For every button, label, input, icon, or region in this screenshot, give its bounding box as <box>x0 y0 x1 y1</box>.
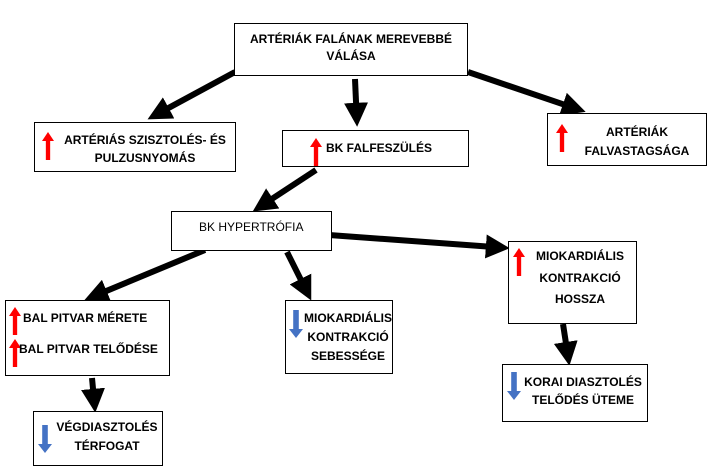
node-myo-duration-line1: MIOKARDIÁLIS <box>536 249 624 263</box>
node-bk-wall: BK FALFESZÜLÉS <box>282 130 469 167</box>
node-myo-duration: MIOKARDIÁLIS KONTRAKCIÓ HOSSZA <box>508 241 637 324</box>
node-systolic-line2: PULZUSNYOMÁS <box>94 151 196 165</box>
arrow-up-icon <box>9 339 21 370</box>
arrow-down-icon <box>507 372 521 403</box>
edge-root-to-artery_thickness <box>467 69 586 116</box>
edge-bk_hypertrophy-to-myo_duration <box>328 232 510 259</box>
node-bk-hypertrophy-line1: BK HYPERTRÓFIA <box>199 220 304 234</box>
node-left-atrium-line1: BAL PITVAR MÉRETE <box>23 311 148 325</box>
node-early-diastolic-line1: KORAI DIASZTOLÉS <box>524 375 642 389</box>
node-bk-wall-line1: BK FALFESZÜLÉS <box>326 141 433 155</box>
arrow-up-icon <box>513 248 525 279</box>
node-end-diastolic: VÉGDIASZTOLÉS TÉRFOGAT <box>33 411 163 466</box>
edge-myo_duration-to-early_diastolic <box>553 323 578 366</box>
edge-bk_wall-to-bk_hypertrophy <box>252 167 318 212</box>
node-myo-velocity: MIOKARDIÁLIS KONTRAKCIÓ SEBESSÉGE <box>285 300 393 374</box>
node-systolic-line1: ARTÉRIÁS SZISZTOLÉS- ÉS <box>64 133 226 147</box>
node-bk-hypertrophy: BK HYPERTRÓFIA <box>171 211 332 251</box>
arrow-up-icon <box>42 132 54 163</box>
node-systolic: ARTÉRIÁS SZISZTOLÉS- ÉS PULZUSNYOMÁS <box>34 122 236 172</box>
node-left-atrium-line2: BAL PITVAR TELŐDÉSE <box>19 342 158 356</box>
node-myo-velocity-line2: KONTRAKCIÓ <box>307 330 389 344</box>
node-root: ARTÉRIÁK FALÁNAK MEREVEBBÉ VÁLÁSA <box>234 23 468 76</box>
arrow-up-icon <box>9 307 21 338</box>
node-end-diastolic-line2: TÉRFOGAT <box>74 439 140 453</box>
node-early-diastolic: KORAI DIASZTOLÉS TELŐDÉS ÜTEME <box>502 364 648 422</box>
node-artery-thickness: ARTÉRIÁK FALVASTAGSÁGA <box>547 113 707 166</box>
node-myo-duration-line3: HOSSZA <box>554 292 605 306</box>
arrow-down-icon <box>289 310 303 341</box>
node-myo-velocity-line1: MIOKARDIÁLIS <box>304 311 392 325</box>
arrow-up-icon <box>310 138 322 169</box>
node-root-line1: ARTÉRIÁK FALÁNAK MEREVEBBÉ <box>249 32 452 46</box>
edge-left_atrium-to-end_diastolic <box>81 377 105 413</box>
node-early-diastolic-line2: TELŐDÉS ÜTEME <box>531 393 634 407</box>
node-artery-thickness-line1: ARTÉRIÁK <box>606 125 668 139</box>
edge-bk_hypertrophy-to-left_atrium <box>84 247 207 302</box>
edge-root-to-bk_wall <box>344 78 369 127</box>
node-myo-duration-line2: KONTRAKCIÓ <box>539 271 621 285</box>
node-artery-thickness-line2: FALVASTAGSÁGA <box>584 144 690 158</box>
edge-root-to-systolic <box>147 69 237 120</box>
node-left-atrium: BAL PITVAR MÉRETE BAL PITVAR TELŐDÉSE <box>5 300 170 376</box>
arrow-down-icon <box>38 425 52 456</box>
node-root-line2: VÁLÁSA <box>326 49 376 63</box>
node-end-diastolic-line1: VÉGDIASZTOLÉS <box>56 420 158 434</box>
edge-bk_hypertrophy-to-myo_velocity <box>284 250 312 301</box>
node-myo-velocity-line3: SEBESSÉGE <box>310 349 386 363</box>
arrow-up-icon <box>556 124 568 155</box>
